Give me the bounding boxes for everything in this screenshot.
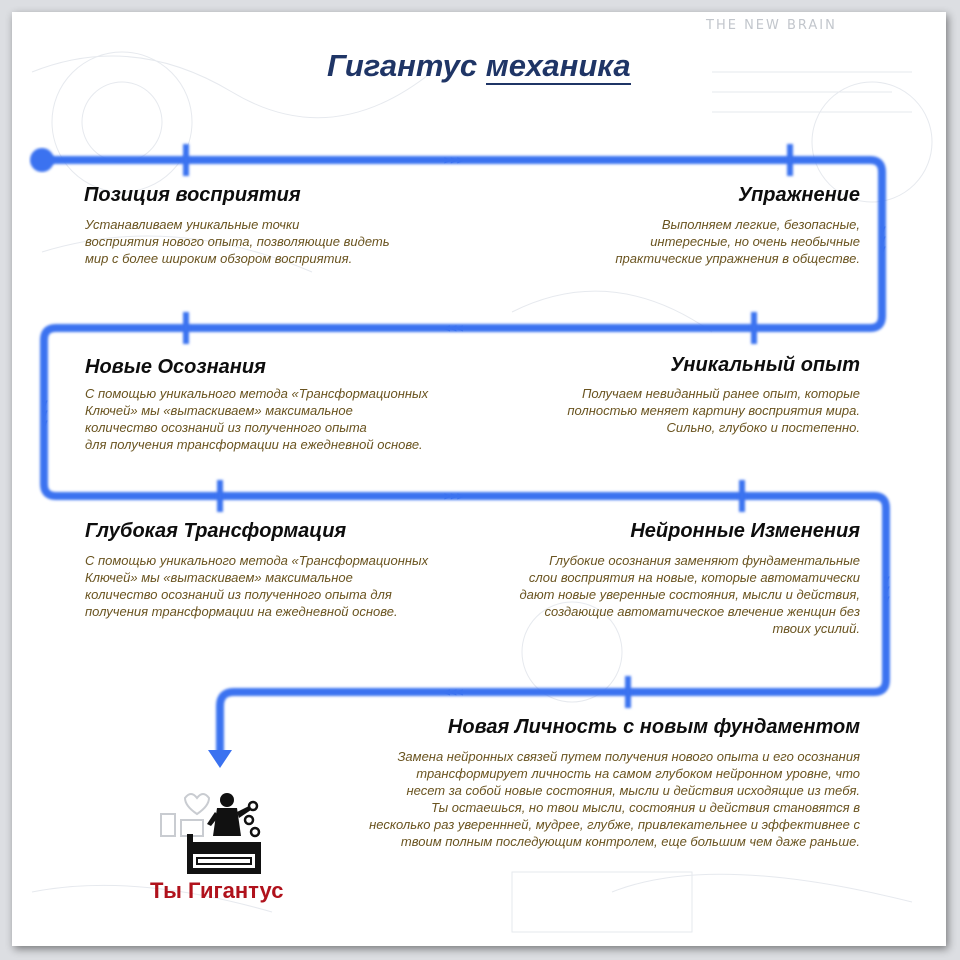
step-5-description: С помощью уникального метода «Трансформа… <box>85 553 429 619</box>
arrow-right: >>> <box>444 155 463 167</box>
step-4-title: Уникальный опыт <box>670 354 860 376</box>
arrow-down: v <box>884 574 890 585</box>
step-7-description: Замена нейронных связей путем получения … <box>369 749 860 849</box>
background-sketch <box>31 51 933 933</box>
arrow-down: v <box>880 234 886 245</box>
arrow-left: <<< <box>444 323 463 335</box>
flow-path: >>> <<< >>> <<< v v v v v v v v v <box>30 144 890 768</box>
page-title: Гигантус механика <box>327 48 631 85</box>
arrow-down: v <box>42 398 48 409</box>
title-word-1: Гигантус <box>327 48 478 83</box>
step-1-description: Устанавливаем уникальные точки восприяти… <box>85 217 390 266</box>
arrow-down: v <box>42 418 48 429</box>
final-label: Ты Гигантус <box>150 878 284 903</box>
step-5-title: Глубокая Трансформация <box>85 520 347 542</box>
step-2-description: Выполняем легкие, безопасные, интересные… <box>615 217 860 266</box>
arrow-down: v <box>880 224 886 235</box>
step-2-title: Упражнение <box>738 184 860 206</box>
step-7-title: Новая Личность с новым фундаментом <box>447 716 860 738</box>
step-1-title: Позиция восприятия <box>84 184 301 206</box>
path-start-dot <box>30 148 54 172</box>
path-end-arrowhead <box>208 750 232 768</box>
infographic-card: THE NEW BRAIN Гигантус механика >>> <<< <box>12 12 946 946</box>
step-6-description: Глубокие осознания заменяют фундаменталь… <box>519 553 860 636</box>
arrow-down: v <box>42 408 48 419</box>
title-word-2: механика <box>485 48 631 85</box>
arrow-down: v <box>880 244 886 255</box>
step-3-description: С помощью уникального метода «Трансформа… <box>85 386 429 452</box>
step-6-title: Нейронные Изменения <box>630 520 860 542</box>
arrow-down: v <box>884 594 890 605</box>
giant-person-icon <box>160 793 261 874</box>
watermark-text: THE NEW BRAIN <box>706 18 837 33</box>
arrow-down: v <box>884 584 890 595</box>
path-line <box>38 156 890 756</box>
step-4-description: Получаем невиданный ранее опыт, которые … <box>567 386 860 435</box>
arrow-right: >>> <box>444 491 463 503</box>
step-3-title: Новые Осознания <box>85 356 266 378</box>
arrow-left: <<< <box>444 687 463 699</box>
